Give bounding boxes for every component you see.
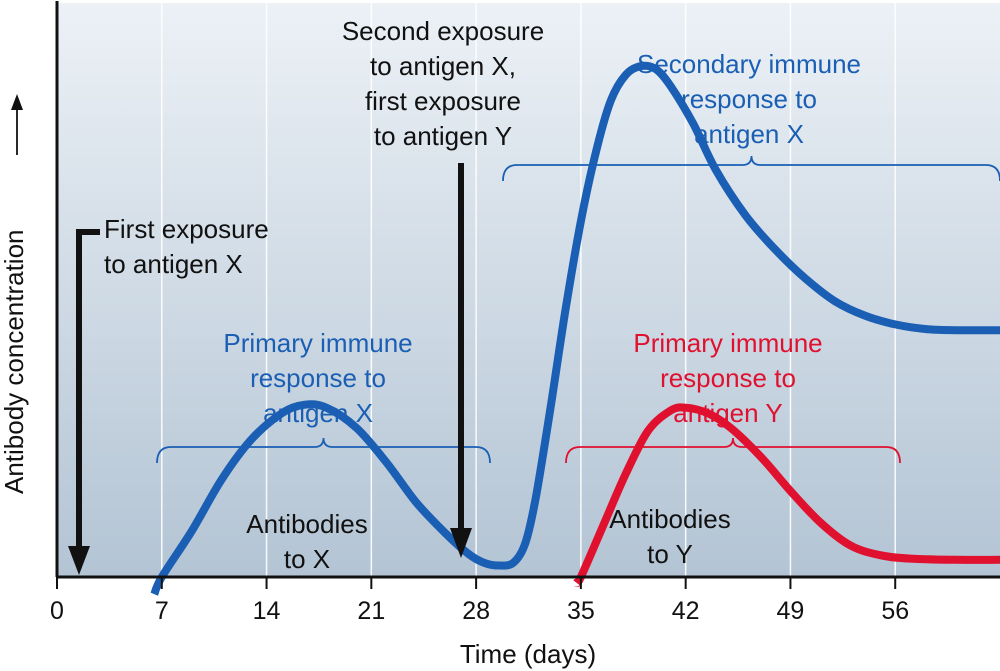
antibodies-x-label-line-2: to X bbox=[284, 544, 330, 574]
arrows bbox=[68, 163, 472, 575]
second-exposure-arrowhead bbox=[450, 528, 472, 558]
curves bbox=[150, 61, 1000, 596]
x-tick-label-49: 49 bbox=[777, 597, 805, 625]
second-exposure-label-line-4: to antigen Y bbox=[374, 121, 512, 151]
first-exposure-arrow bbox=[76, 229, 100, 550]
antibodies-x-label-line-1: Antibodies bbox=[246, 509, 367, 539]
antibodies-y-label: Antibodies to Y bbox=[609, 504, 730, 569]
x-tick-label-56: 56 bbox=[881, 597, 909, 625]
y-axis-label: Antibody concentration bbox=[0, 229, 29, 494]
x-tick-label-35: 35 bbox=[567, 597, 595, 625]
brackets bbox=[156, 155, 1000, 464]
antibodies-y-curve bbox=[572, 403, 1000, 588]
second-exposure-label-line-2: to antigen X, bbox=[370, 51, 516, 81]
primary-x-brace bbox=[156, 437, 491, 464]
primary-y-label-line-1: Primary immune bbox=[633, 328, 822, 358]
grid bbox=[161, 3, 896, 577]
x-tick-label-7: 7 bbox=[155, 597, 169, 625]
second-exposure-label-line-3: first exposure bbox=[365, 86, 521, 116]
antibodies-x-curve bbox=[150, 61, 1000, 596]
x-tick-label-14: 14 bbox=[253, 597, 281, 625]
antibodies-x-label: Antibodies to X bbox=[246, 509, 367, 574]
primary-y-label-line-2: response to bbox=[660, 363, 796, 393]
primary-y-brace bbox=[565, 437, 901, 464]
x-tick-label-21: 21 bbox=[357, 597, 385, 625]
primary-y-label-line-3: antigen Y bbox=[673, 398, 782, 428]
first-exposure-arrowhead bbox=[68, 546, 90, 575]
first-exposure-label: First exposure to antigen X bbox=[104, 214, 269, 279]
x-tick-label-42: 42 bbox=[672, 597, 700, 625]
secondary-x-brace bbox=[502, 155, 1000, 182]
first-exposure-label-line-2: to antigen X bbox=[104, 249, 243, 279]
secondary-x-label-line-1: Secondary immune bbox=[637, 49, 861, 79]
secondary-x-label: Secondary immune response to antigen X bbox=[637, 49, 861, 149]
primary-x-label-line-2: response to bbox=[250, 363, 386, 393]
antibodies-y-label-line-2: to Y bbox=[647, 539, 693, 569]
second-exposure-label-line-1: Second exposure bbox=[342, 16, 544, 46]
primary-x-label-line-3: antigen X bbox=[263, 398, 373, 428]
annotations: First exposure to antigen X Second exposur… bbox=[104, 16, 861, 574]
antibodies-y-label-line-1: Antibodies bbox=[609, 504, 730, 534]
y-axis-label-arrowhead bbox=[11, 94, 23, 110]
first-exposure-label-line-1: First exposure bbox=[104, 214, 269, 244]
primary-x-label-line-1: Primary immune bbox=[223, 328, 412, 358]
primary-y-label: Primary immune response to antigen Y bbox=[633, 328, 822, 428]
second-exposure-label: Second exposure to antigen X, first exposu… bbox=[342, 16, 544, 151]
secondary-x-label-line-3: antigen X bbox=[694, 119, 804, 149]
x-axis-label: Time (days) bbox=[460, 639, 596, 669]
plot-background bbox=[57, 3, 1000, 577]
secondary-x-label-line-2: response to bbox=[681, 84, 817, 114]
primary-x-label: Primary immune response to antigen X bbox=[223, 328, 412, 428]
x-tick-label-0: 0 bbox=[50, 597, 64, 625]
x-tick-label-28: 28 bbox=[462, 597, 490, 625]
